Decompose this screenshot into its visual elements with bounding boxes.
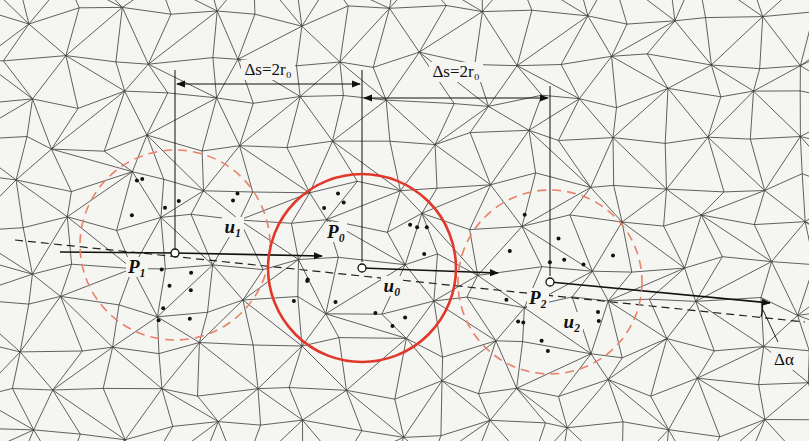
sample-dot <box>540 339 544 343</box>
sample-dot <box>130 213 134 217</box>
circle-outline <box>458 190 642 374</box>
sample-dot <box>582 263 586 267</box>
vector-label: u₁ <box>222 217 243 238</box>
sample-dot <box>562 258 566 262</box>
sample-dot <box>391 324 395 328</box>
dimension-label: Δs=2r₀ <box>241 60 294 80</box>
sample-dot <box>557 237 561 241</box>
point-label: P₂ <box>527 288 549 309</box>
sample-dot <box>168 284 172 288</box>
sample-dot <box>157 318 161 322</box>
point-label: P₁ <box>126 257 148 278</box>
angle-label: Δα <box>771 350 797 370</box>
sample-dot <box>163 206 167 210</box>
sample-dot <box>546 349 550 353</box>
sample-dot <box>342 200 346 204</box>
sample-dot <box>336 192 340 196</box>
sample-dot <box>236 192 240 196</box>
sample-dot <box>403 316 407 320</box>
sample-dot <box>160 268 164 272</box>
sample-dot <box>292 299 296 303</box>
sample-dot <box>422 252 426 256</box>
vector-label: u₂ <box>561 312 582 333</box>
sample-dot <box>135 179 139 183</box>
sample-dot <box>161 306 165 310</box>
sample-dot <box>516 320 520 324</box>
dimension-label: Δs=2r₀ <box>429 62 482 82</box>
sample-dot <box>596 310 600 314</box>
sample-dot <box>322 206 326 210</box>
sample-dot <box>508 249 512 253</box>
sample-dot <box>373 311 377 315</box>
sample-dot <box>611 254 615 258</box>
sample-dot <box>189 288 193 292</box>
sample-dot <box>523 213 527 217</box>
sample-dot <box>189 271 193 275</box>
sample-dot <box>140 177 144 181</box>
sample-dot <box>231 198 235 202</box>
circle-outline <box>268 174 456 362</box>
vector-label: u₀ <box>381 276 402 297</box>
sample-dot <box>504 298 508 302</box>
sample-dot <box>305 279 309 283</box>
sample-dot <box>408 223 412 227</box>
sample-dot <box>415 225 419 229</box>
circle-outline <box>80 150 270 340</box>
sample-dot <box>425 225 429 229</box>
sample-dot <box>177 199 181 203</box>
sample-dot <box>597 319 601 323</box>
sample-dot <box>334 300 338 304</box>
sample-dot <box>521 321 525 325</box>
point-label: P₀ <box>325 222 347 243</box>
influence-circle: P₁ u₁ <box>80 150 270 340</box>
influence-circle: P₂ u₂ <box>458 190 642 374</box>
influence-circle: P₀ u₀ <box>268 174 456 362</box>
sample-dot <box>188 317 192 321</box>
